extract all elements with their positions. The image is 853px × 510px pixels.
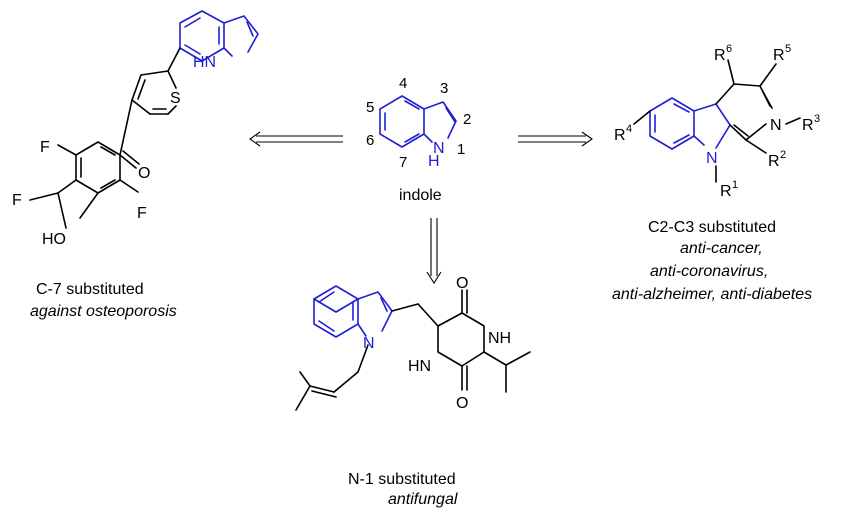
- n1-dkp-ring: [437, 312, 485, 367]
- svg-text:5: 5: [785, 43, 791, 55]
- position-5: 5: [366, 99, 374, 116]
- c2c3-r4: R: [614, 127, 626, 144]
- c7-s-atom: S: [170, 90, 181, 107]
- c7-phenyl: [75, 141, 121, 194]
- n1-structure: N O O NH HN N-1 substituted antifungal: [295, 275, 531, 508]
- c2c3-r5: R: [773, 47, 785, 64]
- indole-pyrrole-double: [445, 107, 456, 123]
- arrow-right: [518, 131, 593, 147]
- c2c3-r1: R: [720, 183, 732, 200]
- indole-pyrrole-n-bond: [423, 133, 433, 143]
- c7-f-atom-1: F: [40, 139, 50, 156]
- n1-title: N-1 substituted: [348, 471, 456, 488]
- n1-indole-benzene: [313, 298, 359, 338]
- svg-text:3: 3: [814, 113, 820, 125]
- indole-n-atom: N: [433, 140, 445, 157]
- position-2: 2: [463, 111, 471, 128]
- position-4: 4: [399, 75, 407, 92]
- c2c3-structure: N N R 6 R 5 R 3 R 2 R 1 R 4 C2-C3 substi…: [612, 43, 820, 303]
- c2c3-activity-2: anti-coronavirus,: [650, 263, 768, 280]
- svg-text:6: 6: [726, 43, 732, 55]
- svg-text:4: 4: [626, 123, 632, 135]
- c7-f-atom-3: F: [137, 205, 147, 222]
- c7-thiophene: [131, 70, 169, 115]
- c2c3-r2: R: [768, 153, 780, 170]
- n1-o-atom-bottom: O: [456, 395, 468, 412]
- c7-ho-atom: HO: [42, 231, 66, 248]
- c2c3-activity-1: anti-cancer,: [680, 240, 763, 257]
- n1-n-atom: N: [363, 335, 375, 352]
- c7-hn-atom: HN: [193, 54, 216, 71]
- c2c3-r3: R: [802, 117, 814, 134]
- c2c3-pyridine-ring: [715, 83, 771, 107]
- n1-hn-atom: HN: [408, 358, 431, 375]
- c2c3-benzo-ring: [649, 97, 695, 150]
- c7-structure: HN S O F F F HO C-7 substituted a: [12, 10, 259, 320]
- c2c3-title: C2-C3 substituted: [648, 219, 776, 236]
- indole-structure: N H 1 2 3 4 5 6 7 indole: [366, 75, 471, 204]
- c7-activity: against osteoporosis: [30, 303, 177, 320]
- n1-o-atom-top: O: [456, 275, 468, 292]
- position-7: 7: [399, 154, 407, 171]
- n1-nh-atom: NH: [488, 330, 511, 347]
- indole-benzene-double-2: [404, 133, 420, 143]
- c7-f-atom-2: F: [12, 192, 22, 209]
- indole-benzene-double-3: [404, 100, 420, 110]
- c2c3-activity-3: anti-alzheimer, anti-diabetes: [612, 286, 812, 303]
- position-3: 3: [440, 80, 448, 97]
- n1-activity: antifungal: [388, 491, 458, 508]
- arrow-down: [426, 218, 442, 285]
- arrow-left: [249, 131, 343, 147]
- indole-label: indole: [399, 187, 442, 204]
- svg-text:2: 2: [780, 149, 786, 161]
- c2c3-pyridine-n: N: [770, 117, 782, 134]
- c2c3-indole-n: N: [706, 150, 718, 167]
- svg-text:1: 1: [732, 179, 738, 191]
- indole-pyrrole-ring: [423, 101, 457, 139]
- position-6: 6: [366, 132, 374, 149]
- c7-o-atom: O: [138, 165, 150, 182]
- c2c3-r6: R: [714, 47, 726, 64]
- indole-benzene-ring: [379, 95, 425, 148]
- indole-h-atom: H: [428, 153, 440, 170]
- position-1: 1: [457, 141, 465, 158]
- c7-title: C-7 substituted: [36, 281, 144, 298]
